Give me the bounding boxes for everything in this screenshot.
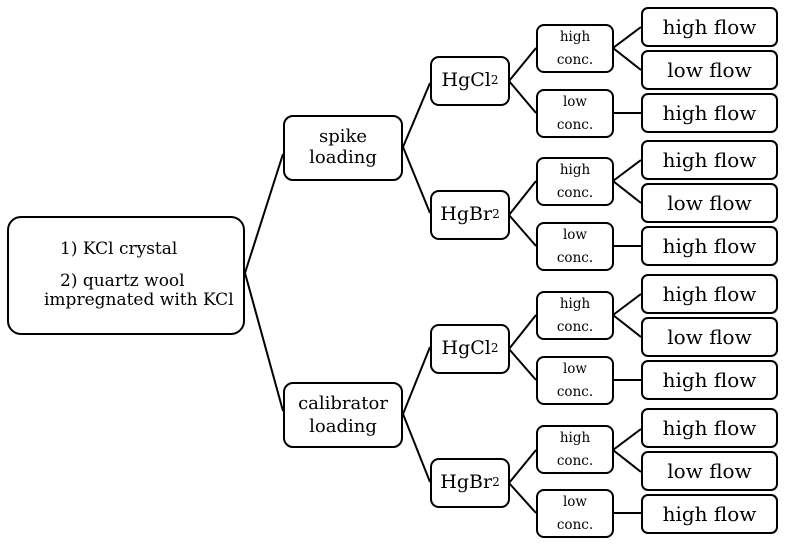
node-flow-high: high flow <box>641 408 778 448</box>
connector <box>612 428 642 451</box>
flow-label: high flow <box>662 501 757 526</box>
conc-line2: conc. <box>556 452 594 469</box>
connector <box>402 146 431 214</box>
flow-label: high flow <box>662 281 757 306</box>
node-flow-low: low flow <box>641 451 778 491</box>
flow-label: high flow <box>662 14 757 39</box>
connector <box>612 159 642 182</box>
compound-base: HgBr <box>440 203 493 226</box>
conc-line1: high <box>559 430 591 447</box>
node-flow-high: high flow <box>641 93 778 133</box>
connector <box>612 47 642 71</box>
flow-label: low flow <box>667 57 752 82</box>
conc-line2: conc. <box>556 116 594 133</box>
flow-label: high flow <box>662 415 757 440</box>
conc-line1: high <box>559 296 591 313</box>
node-flow-low: low flow <box>641 50 778 90</box>
conc-line1: low <box>562 94 587 111</box>
connector <box>244 272 284 412</box>
node-conc-high: high conc. <box>536 24 614 73</box>
flow-label: high flow <box>662 233 757 258</box>
root-item-impregnated: impregnated with KCl <box>44 290 234 311</box>
connector <box>612 314 642 338</box>
connector <box>612 180 642 204</box>
node-label-line2: loading <box>309 416 377 437</box>
compound-subscript: 2 <box>492 207 500 222</box>
conc-line2: conc. <box>556 318 594 335</box>
conc-line1: low <box>562 494 587 511</box>
node-conc-low: low conc. <box>536 356 614 405</box>
conc-line2: conc. <box>556 184 594 201</box>
node-label: spike loading <box>309 126 377 168</box>
compound-base: HgBr <box>440 471 493 494</box>
connector <box>402 346 431 415</box>
node-flow-low: low flow <box>641 317 778 357</box>
node-conc-low: low conc. <box>536 489 614 538</box>
connector <box>508 180 537 216</box>
conc-line2: conc. <box>556 51 594 68</box>
node-flow-low: low flow <box>641 183 778 223</box>
node-conc-high: high conc. <box>536 291 614 340</box>
node-calibrator-loading: calibrator loading <box>283 382 403 448</box>
node-flow-high: high flow <box>641 360 778 400</box>
root-node-sorbent-options: 1) KCl crystal 2) quartz wool impregnate… <box>7 216 245 335</box>
root-item-kcl-crystal: 1) KCl crystal <box>60 239 178 260</box>
node-label-line1: calibrator <box>298 392 388 414</box>
node-flow-high: high flow <box>641 7 778 47</box>
node-spike-loading: spike loading <box>283 115 403 181</box>
conc-line1: high <box>559 162 591 179</box>
connector <box>508 482 537 514</box>
flow-label: low flow <box>667 458 752 483</box>
compound-base: HgCl <box>441 69 491 92</box>
compound-subscript: 2 <box>492 475 500 490</box>
flow-label: low flow <box>667 190 752 215</box>
connector <box>612 449 642 473</box>
conc-line2: conc. <box>556 516 594 533</box>
connector <box>508 47 537 82</box>
compound-subscript: 2 <box>490 73 499 88</box>
compound-subscript: 2 <box>490 341 499 356</box>
node-flow-high: high flow <box>641 494 778 534</box>
node-conc-low: low conc. <box>536 89 614 138</box>
compound-base: HgCl <box>441 337 491 360</box>
node-flow-high: high flow <box>641 226 778 266</box>
root-item-quartz-wool: 2) quartz wool <box>60 270 185 291</box>
connector <box>402 413 431 483</box>
connector <box>612 293 642 316</box>
conc-line2: conc. <box>556 383 594 400</box>
flow-label: high flow <box>662 100 757 125</box>
connector <box>402 82 431 148</box>
connector <box>508 80 537 114</box>
conc-line1: low <box>562 227 587 244</box>
conc-line2: conc. <box>556 249 594 266</box>
node-conc-high: high conc. <box>536 157 614 206</box>
connector <box>244 153 284 274</box>
node-flow-high: high flow <box>641 274 778 314</box>
connector <box>612 26 642 49</box>
connector <box>508 214 537 247</box>
conc-line1: high <box>559 29 591 46</box>
node-flow-high: high flow <box>641 140 778 180</box>
flow-label: high flow <box>662 367 757 392</box>
connector <box>508 449 537 484</box>
node-conc-high: high conc. <box>536 425 614 474</box>
conc-line1: low <box>562 361 587 378</box>
connector <box>508 314 537 350</box>
connector <box>508 348 537 381</box>
flow-label: high flow <box>662 147 757 172</box>
node-conc-low: low conc. <box>536 222 614 271</box>
flow-label: low flow <box>667 324 752 349</box>
